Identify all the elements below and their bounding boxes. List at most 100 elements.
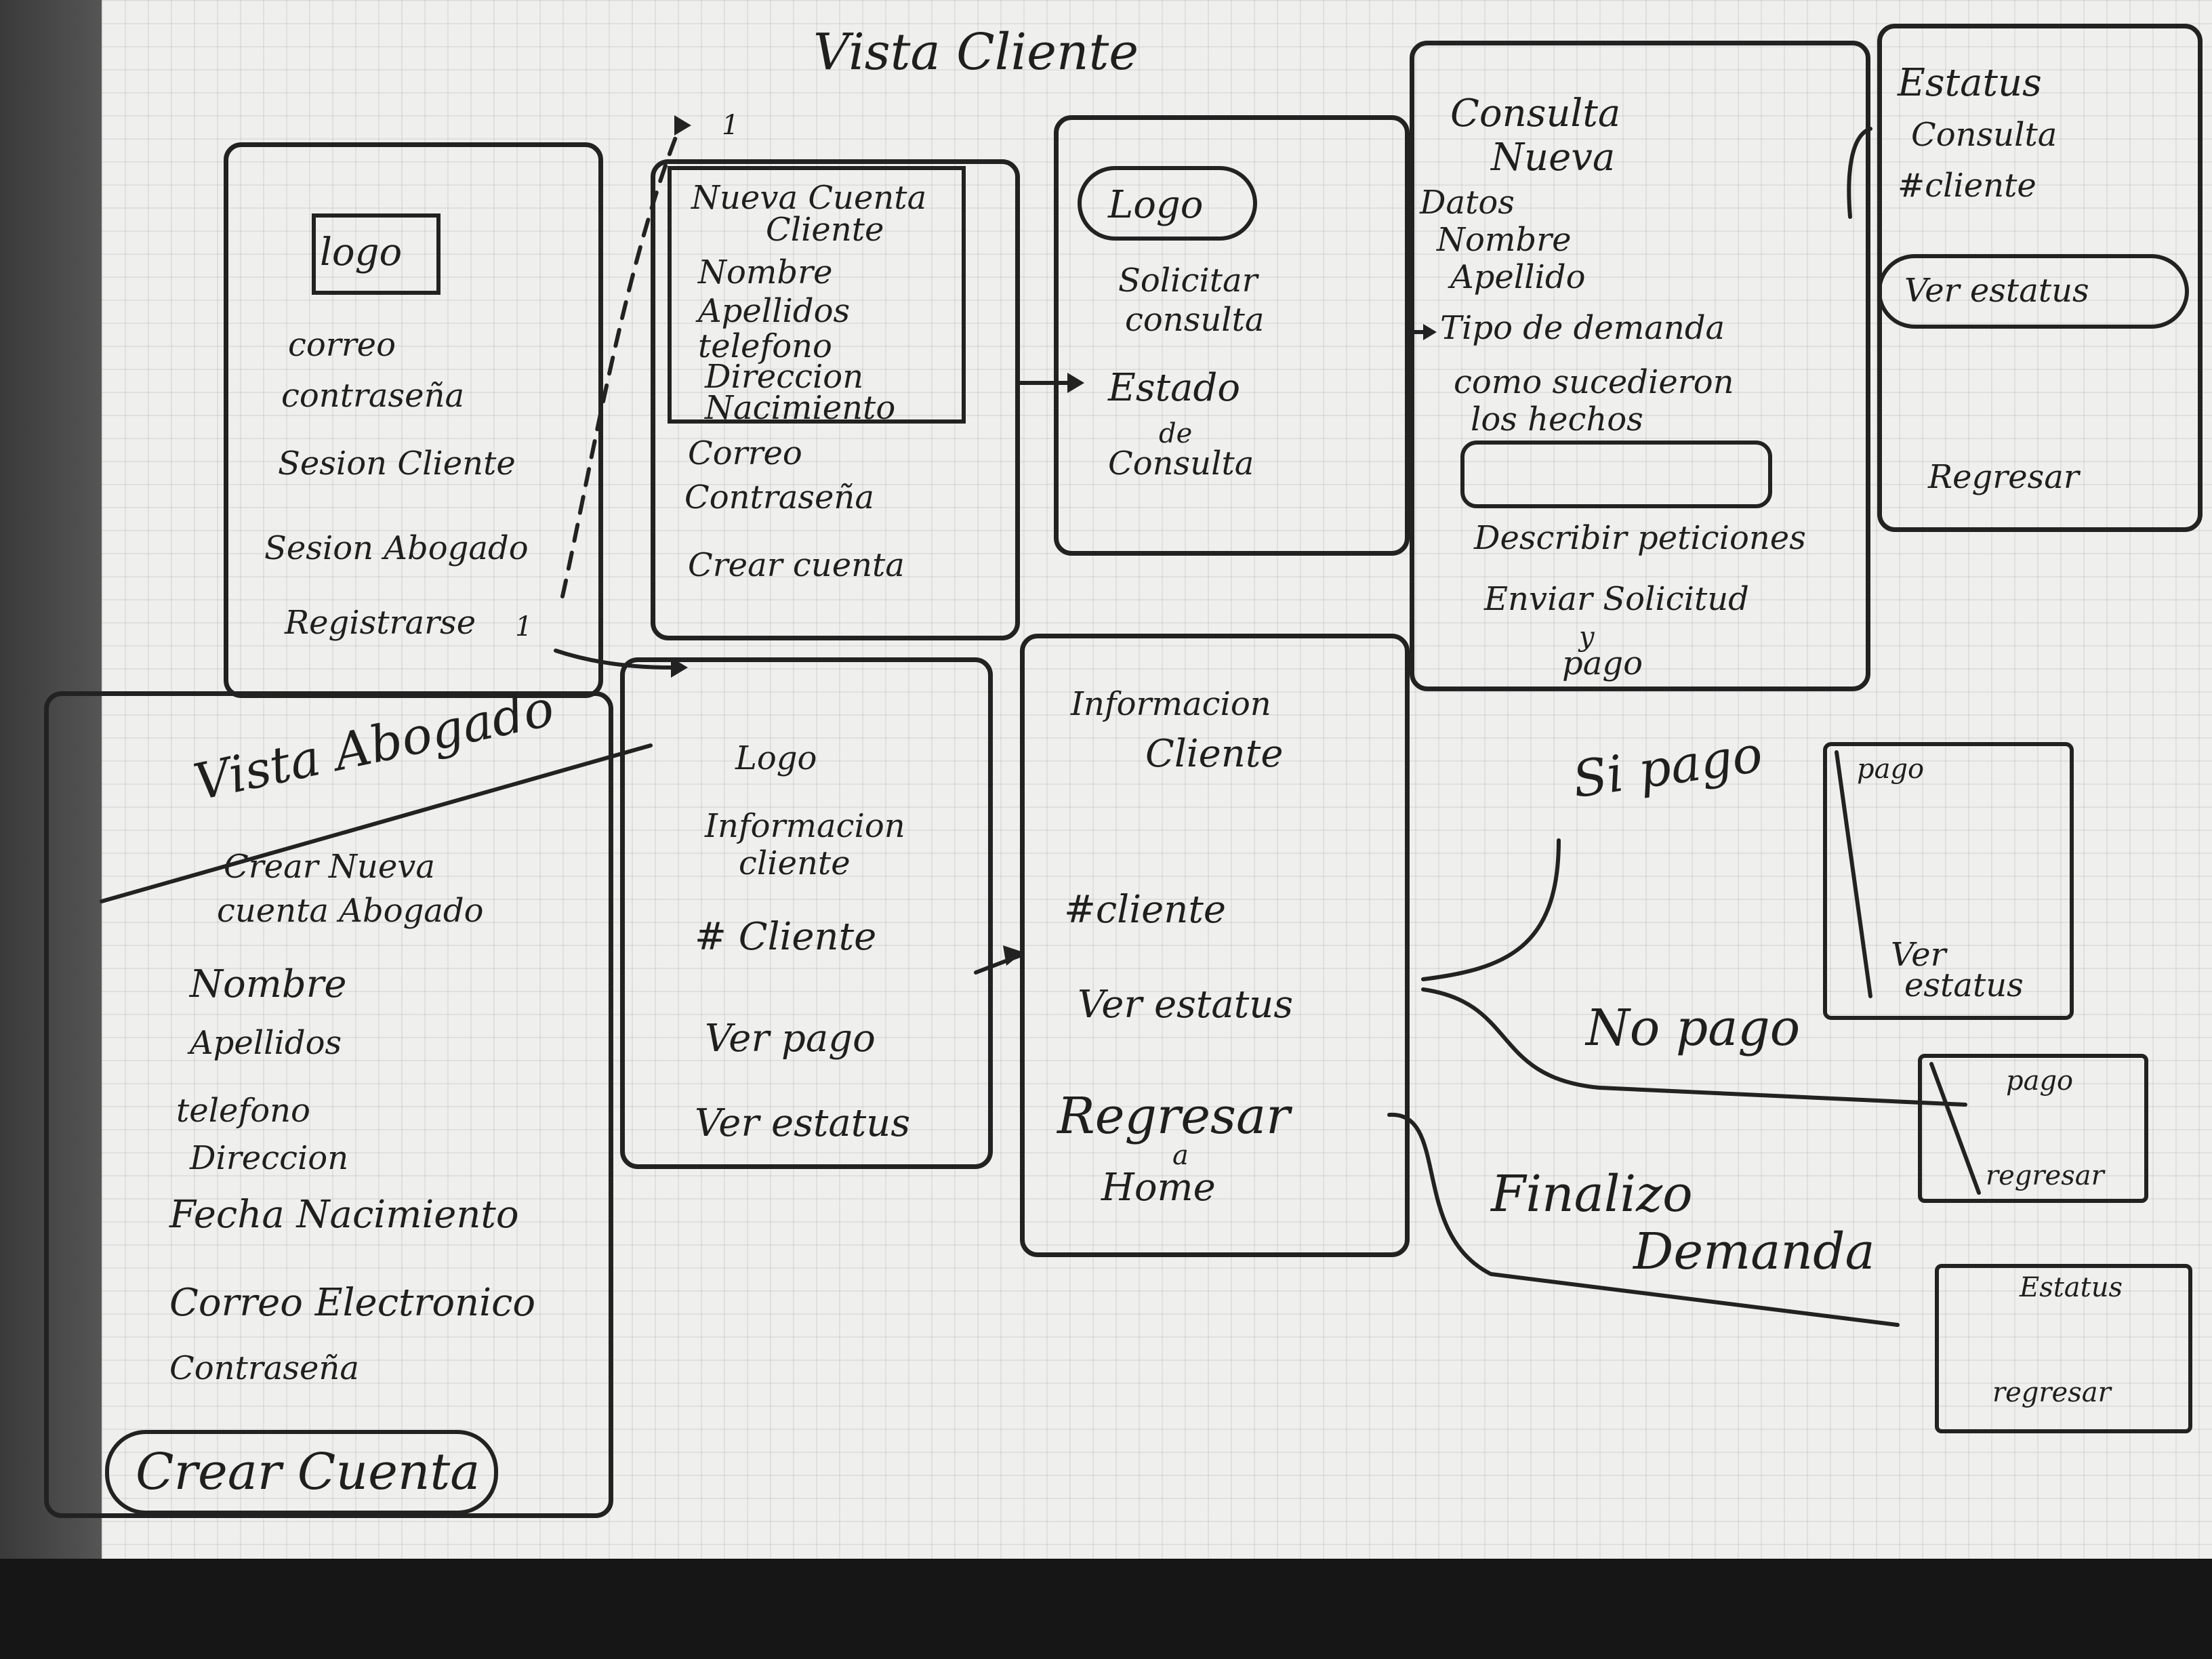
- flow-info-to-finalizo: [1387, 1112, 1900, 1327]
- estatus-regresar[interactable]: Regresar: [1928, 458, 2079, 496]
- solicitar-consulta-2[interactable]: consulta: [1125, 301, 1265, 339]
- abogado-field-correo[interactable]: Correo Electronico: [169, 1281, 536, 1325]
- arrowhead-abogado-menu: [671, 657, 688, 678]
- consulta-nombre[interactable]: Nombre: [1437, 221, 1572, 259]
- menu-abogado-logo: Logo: [735, 739, 817, 777]
- enviar-solicitud-button[interactable]: Enviar Solicitud: [1484, 580, 1749, 618]
- estatus-line-1: Estatus: [1898, 61, 2042, 105]
- registro-header-2: Cliente: [766, 211, 884, 249]
- abogado-field-nombre[interactable]: Nombre: [190, 962, 347, 1006]
- ver-estatus-pill[interactable]: [1877, 254, 2189, 329]
- solicitar-consulta-1[interactable]: Solicitar: [1118, 262, 1258, 300]
- describir-peticiones[interactable]: Describir peticiones: [1474, 519, 1806, 557]
- branch-no-pago: No pago: [1586, 999, 1801, 1057]
- menu-abogado-ver-estatus[interactable]: Ver estatus: [695, 1101, 911, 1145]
- estado-consulta-2[interactable]: de: [1159, 418, 1193, 449]
- menu-abogado-cliente[interactable]: # Cliente: [695, 915, 877, 959]
- menu-logo-pill: [1078, 166, 1257, 241]
- arrowhead-menu: [1067, 373, 1084, 393]
- registro-correo[interactable]: Correo: [688, 434, 802, 472]
- ver-pago-button[interactable]: Ver pago: [705, 1017, 876, 1061]
- abogado-field-fecha-nacimiento[interactable]: Fecha Nacimiento: [169, 1193, 519, 1237]
- si-pago-estatus[interactable]: estatus: [1904, 966, 2024, 1004]
- registro-form-box: [668, 166, 966, 424]
- info-header-1: Informacion: [1071, 685, 1271, 723]
- title-vista-cliente: Vista Cliente: [813, 23, 1139, 81]
- info-header-2: Cliente: [1145, 732, 1284, 776]
- desk-bottom: [0, 1559, 2212, 1659]
- regresar-home-2[interactable]: a: [1172, 1140, 1189, 1171]
- registro-field-nacimiento[interactable]: Nacimiento: [705, 389, 896, 427]
- consulta-datos: Datos: [1420, 184, 1515, 222]
- finalizo-estatus: Estatus: [2020, 1272, 2123, 1303]
- login-contrasena[interactable]: contraseña: [281, 377, 465, 415]
- grid-paper: [102, 0, 2212, 1559]
- si-pago-screen: [1823, 742, 2074, 1020]
- login-logo: logo: [320, 230, 403, 274]
- sheet-registro-cliente: [651, 159, 1020, 640]
- flow-login-to-registro: [560, 130, 680, 598]
- regresar-home-3[interactable]: Home: [1101, 1166, 1216, 1210]
- estado-consulta-1[interactable]: Estado: [1108, 366, 1241, 410]
- registro-field-direccion[interactable]: Direccion: [705, 358, 864, 396]
- abogado-crear-cuenta-pill[interactable]: [105, 1430, 498, 1515]
- abogado-field-direccion[interactable]: Direccion: [190, 1139, 349, 1177]
- menu-cliente-logo: Logo: [1108, 183, 1204, 227]
- logo-box: [312, 213, 441, 295]
- sheet-consulta-nueva: [1410, 41, 1870, 691]
- regresar-home-1[interactable]: Regresar: [1057, 1087, 1290, 1145]
- registro-field-apellidos[interactable]: Apellidos: [698, 292, 851, 330]
- sesion-abogado-button[interactable]: Sesion Abogado: [264, 529, 529, 567]
- no-pago-slash: [1929, 1062, 1981, 1195]
- estatus-ver-estatus[interactable]: Ver estatus: [1904, 272, 2089, 310]
- abogado-header-rule: [100, 743, 653, 903]
- finalizo-regresar[interactable]: regresar: [1992, 1377, 2111, 1408]
- consulta-tipo-demanda[interactable]: Tipo de demanda: [1440, 309, 1725, 347]
- sheet-vista-abogado: [44, 691, 613, 1518]
- registro-field-telefono[interactable]: telefono: [698, 327, 832, 365]
- consulta-header-1: Consulta: [1450, 91, 1621, 136]
- consulta-header-2: Nueva: [1491, 136, 1616, 180]
- abogado-crear-cuenta-button[interactable]: Crear Cuenta: [136, 1443, 480, 1501]
- finalizo-screen: [1935, 1264, 2192, 1433]
- abogado-header-2: cuenta Abogado: [217, 892, 484, 930]
- abogado-field-telefono[interactable]: telefono: [176, 1092, 310, 1130]
- consulta-como-sucedieron: como sucedieron: [1454, 363, 1734, 401]
- desk-left: [0, 0, 102, 1559]
- si-pago-ver[interactable]: Ver: [1891, 936, 1946, 974]
- registro-contrasena[interactable]: Contraseña: [684, 478, 874, 516]
- consulta-apellido[interactable]: Apellido: [1450, 258, 1586, 296]
- menu-abogado-info-2: cliente: [739, 844, 851, 882]
- estatus-line-2: Consulta: [1911, 116, 2057, 154]
- sheet-menu-abogado: [620, 657, 993, 1169]
- login-correo[interactable]: correo: [288, 326, 396, 364]
- abogado-field-contrasena[interactable]: Contraseña: [169, 1349, 359, 1387]
- info-cliente-numero: #cliente: [1064, 888, 1226, 932]
- abogado-field-apellidos[interactable]: Apellidos: [190, 1024, 342, 1062]
- estatus-line-3: #cliente: [1898, 167, 2036, 205]
- no-pago-regresar[interactable]: regresar: [1986, 1160, 2104, 1191]
- flow-info-to-no-pago: [1421, 987, 1967, 1107]
- no-pago-screen: [1918, 1054, 2148, 1203]
- login-marker: 1: [515, 611, 533, 642]
- si-pago-slash: [1835, 750, 1872, 998]
- flow-info-to-si-pago: [1421, 838, 1561, 981]
- branch-demanda: Demanda: [1633, 1223, 1875, 1281]
- registro-header-1: Nueva Cuenta: [691, 179, 927, 217]
- menu-abogado-info-1: Informacion: [705, 807, 905, 845]
- registro-field-nombre[interactable]: Nombre: [698, 253, 833, 291]
- branch-finalizo: Finalizo: [1491, 1165, 1693, 1223]
- hechos-textarea[interactable]: [1460, 441, 1772, 508]
- registro-marker: 1: [722, 110, 739, 141]
- registrarse-link[interactable]: Registrarse: [285, 604, 476, 642]
- estado-consulta-3[interactable]: Consulta: [1108, 445, 1254, 483]
- consulta-pago[interactable]: pago: [1562, 644, 1643, 682]
- no-pago-top: pago: [2006, 1065, 2074, 1097]
- info-ver-estatus[interactable]: Ver estatus: [1078, 983, 1294, 1027]
- arrowhead-info: [1003, 945, 1023, 966]
- sesion-cliente-button[interactable]: Sesion Cliente: [278, 445, 516, 483]
- arrowhead-consulta: [1423, 324, 1437, 340]
- crear-cuenta-button[interactable]: Crear cuenta: [688, 546, 905, 584]
- sheet-info-cliente: [1020, 634, 1410, 1257]
- consulta-y: y: [1579, 621, 1595, 653]
